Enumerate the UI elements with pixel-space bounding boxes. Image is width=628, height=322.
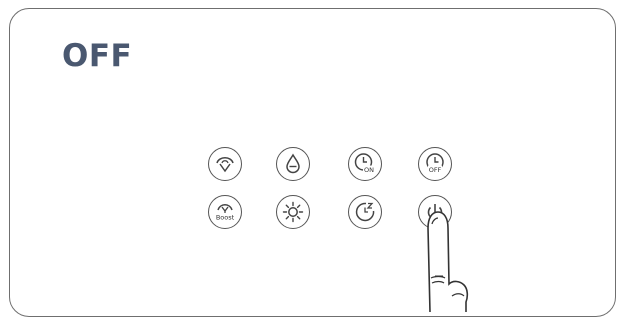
sleep-timer-icon [352,199,378,225]
boost-icon: Boost [212,199,238,225]
fan-icon [212,151,238,177]
timer-off-label: OFF [429,166,442,174]
boost-button[interactable]: Boost [208,195,242,229]
timer-on-button[interactable]: ON [348,147,382,181]
power-status-display: OFF [62,38,132,74]
water-drop-icon [280,151,306,177]
humidity-button[interactable] [276,147,310,181]
fan-speed-button[interactable] [208,147,242,181]
sleep-button[interactable] [348,195,382,229]
timer-on-icon: ON [352,151,378,177]
timer-on-label: ON [364,166,374,174]
finger-pointer-icon [410,192,490,322]
light-button[interactable] [276,195,310,229]
boost-label: Boost [216,214,235,222]
timer-off-button[interactable]: OFF [418,147,452,181]
timer-off-icon: OFF [422,151,448,177]
sun-icon [280,199,306,225]
